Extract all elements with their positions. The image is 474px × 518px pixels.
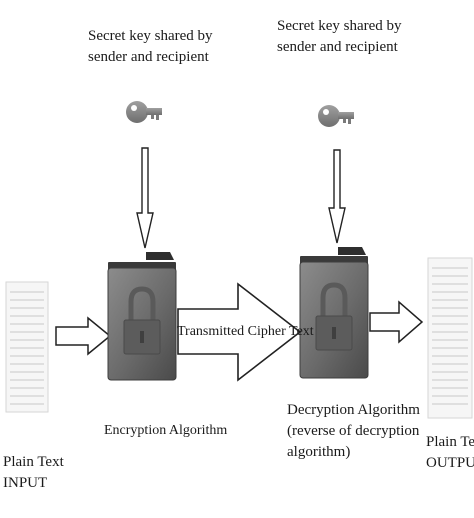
key-icon bbox=[126, 101, 162, 123]
document-icon bbox=[427, 257, 473, 419]
encryption-label: Encryption Algorithm bbox=[104, 423, 228, 438]
input-label-line2: INPUT bbox=[3, 475, 48, 491]
output-label: Plain Text OUTPUT bbox=[426, 432, 474, 474]
decryption-label: Decryption Algorithm (reverse of decrypt… bbox=[287, 400, 420, 463]
decryption-padlock-folder-icon bbox=[299, 247, 369, 379]
transmission-arrow-icon bbox=[177, 282, 302, 382]
input-label-line1: Plain Text bbox=[3, 454, 64, 470]
channel-label: Transmitted Cipher Text bbox=[177, 324, 314, 339]
input-arrow-icon bbox=[55, 316, 112, 356]
input-label: Plain Text INPUT bbox=[3, 452, 64, 494]
right-key-caption: Secret key shared by sender and recipien… bbox=[277, 16, 402, 58]
output-label-line1: Plain Text bbox=[426, 434, 474, 450]
key-icon bbox=[318, 105, 354, 127]
encryption-padlock-folder-icon bbox=[107, 252, 177, 381]
right-key-caption-line2: sender and recipient bbox=[277, 39, 398, 55]
left-key-caption: Secret key shared by sender and recipien… bbox=[88, 26, 213, 68]
document-icon bbox=[5, 281, 49, 413]
down-arrow-icon bbox=[328, 149, 346, 244]
output-label-line2: OUTPUT bbox=[426, 455, 474, 471]
left-key-caption-line1: Secret key shared by bbox=[88, 28, 213, 44]
decryption-label-line3: algorithm) bbox=[287, 444, 351, 460]
right-key-caption-line1: Secret key shared by bbox=[277, 18, 402, 34]
decryption-label-line1: Decryption Algorithm bbox=[287, 402, 420, 418]
down-arrow-icon bbox=[136, 147, 154, 249]
output-arrow-icon bbox=[369, 300, 424, 344]
decryption-label-line2: (reverse of decryption bbox=[287, 423, 420, 439]
left-key-caption-line2: sender and recipient bbox=[88, 49, 209, 65]
